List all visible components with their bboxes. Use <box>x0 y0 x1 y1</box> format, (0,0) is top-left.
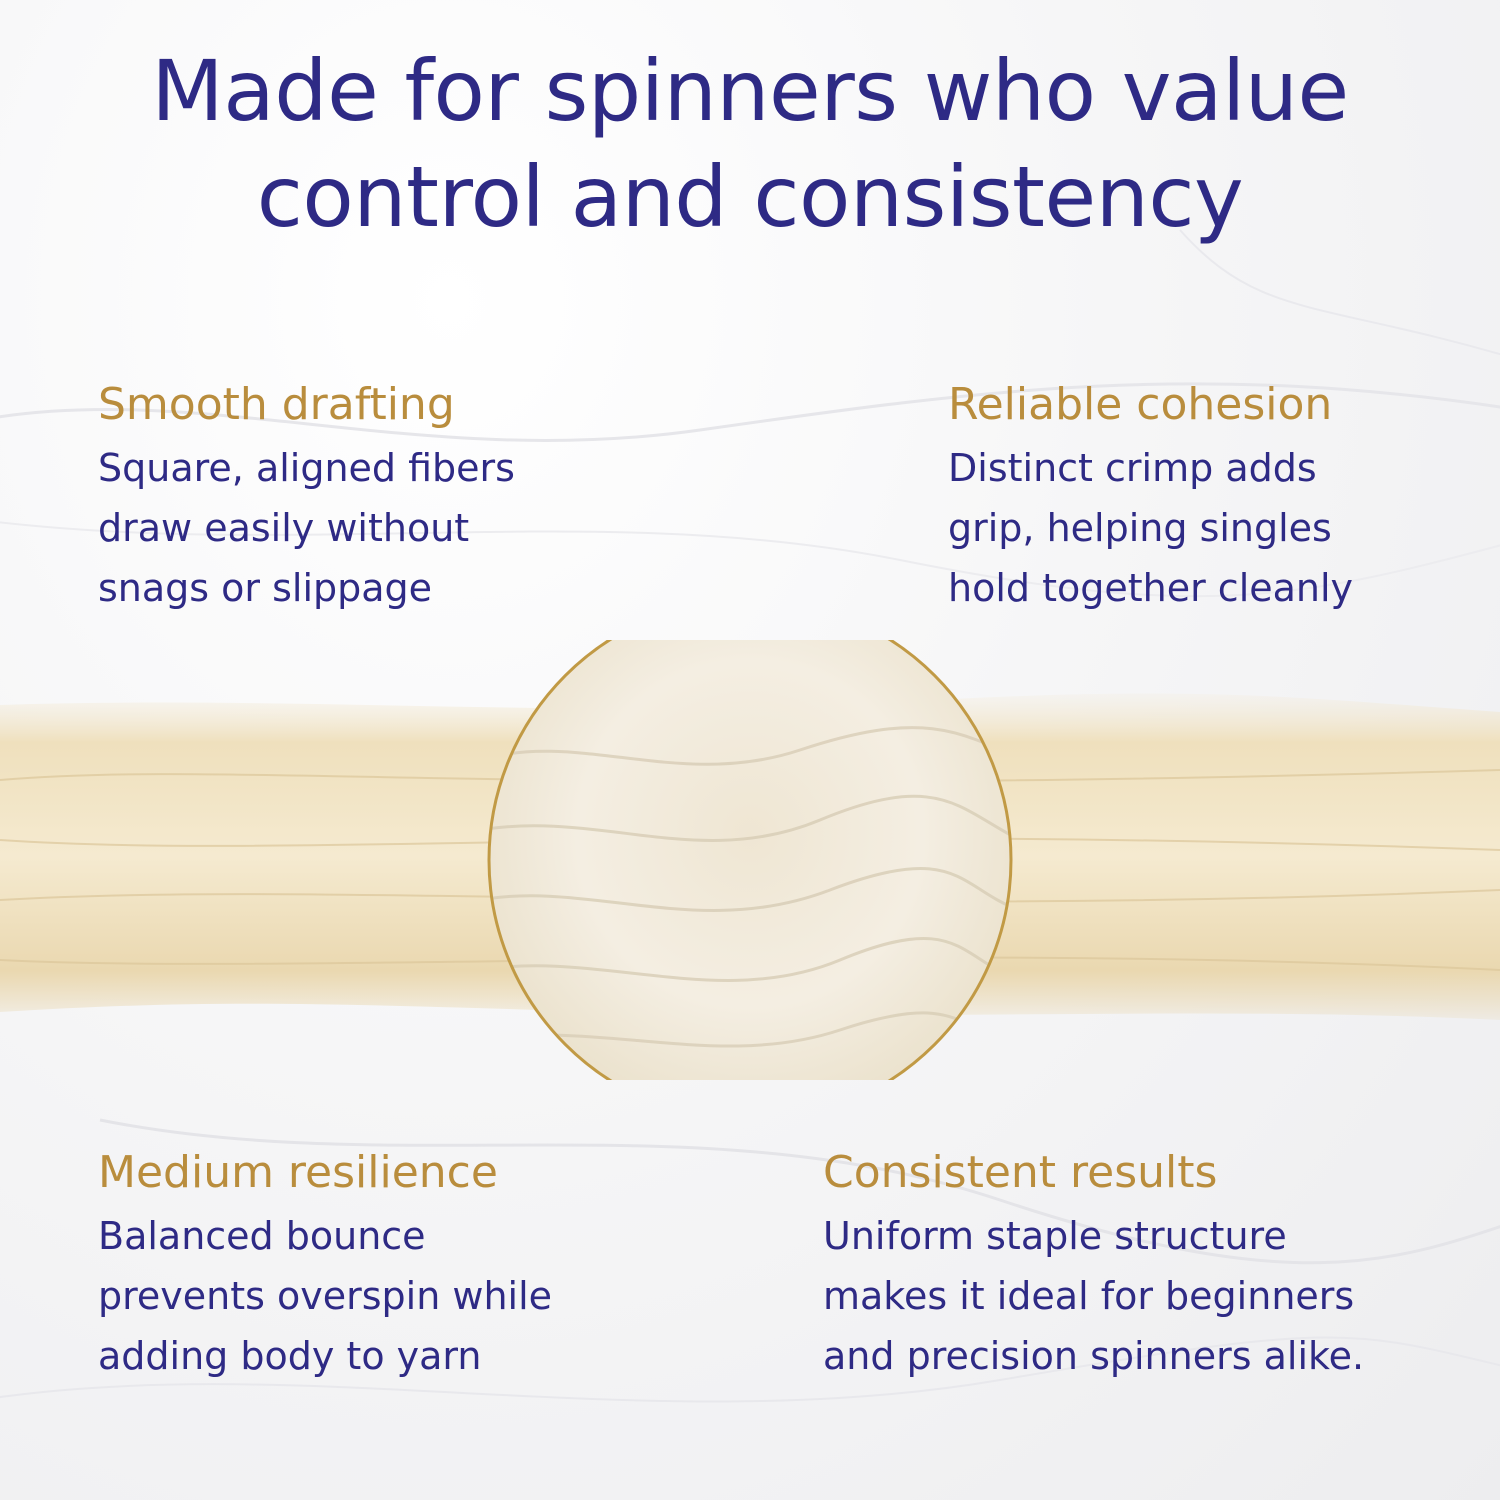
feature-description: Square, aligned fibers draw easily witho… <box>98 438 515 618</box>
feature-description-line: snags or slippage <box>98 566 433 610</box>
feature-description-line: grip, helping singles <box>948 506 1332 550</box>
feature-description-line: makes it ideal for beginners <box>823 1274 1355 1318</box>
feature-description: Balanced bounce prevents overspin while … <box>98 1206 552 1386</box>
feature-medium-resilience: Medium resilience Balanced bounce preven… <box>98 1146 552 1386</box>
headline-line: control and consistency <box>256 148 1244 246</box>
feature-description-line: prevents overspin while <box>98 1274 553 1318</box>
feature-consistent-results: Consistent results Uniform staple struct… <box>823 1146 1364 1386</box>
headline-line: Made for spinners who value <box>151 42 1349 140</box>
feature-title: Medium resilience <box>98 1147 498 1198</box>
feature-description-line: Balanced bounce <box>98 1214 426 1258</box>
feature-description-line: and precision spinners alike. <box>823 1334 1365 1378</box>
feature-description-line: draw easily without <box>98 506 470 550</box>
feature-description-line: Uniform staple structure <box>823 1214 1287 1258</box>
feature-description-line: Square, aligned fibers <box>98 446 515 490</box>
page-headline: Made for spinners who value control and … <box>0 38 1500 250</box>
feature-title: Smooth drafting <box>98 379 455 430</box>
feature-description: Distinct crimp adds grip, helping single… <box>948 438 1353 618</box>
feature-description: Uniform staple structure makes it ideal … <box>823 1206 1364 1386</box>
wool-roving-image <box>0 640 1500 1080</box>
feature-smooth-drafting: Smooth drafting Square, aligned fibers d… <box>98 378 515 618</box>
magnified-fiber-circle <box>489 640 1011 1080</box>
feature-title: Consistent results <box>823 1147 1218 1198</box>
feature-reliable-cohesion: Reliable cohesion Distinct crimp adds gr… <box>948 378 1353 618</box>
feature-description-line: hold together cleanly <box>948 566 1354 610</box>
feature-description-line: adding body to yarn <box>98 1334 482 1378</box>
feature-title: Reliable cohesion <box>948 379 1333 430</box>
feature-description-line: Distinct crimp adds <box>948 446 1317 490</box>
